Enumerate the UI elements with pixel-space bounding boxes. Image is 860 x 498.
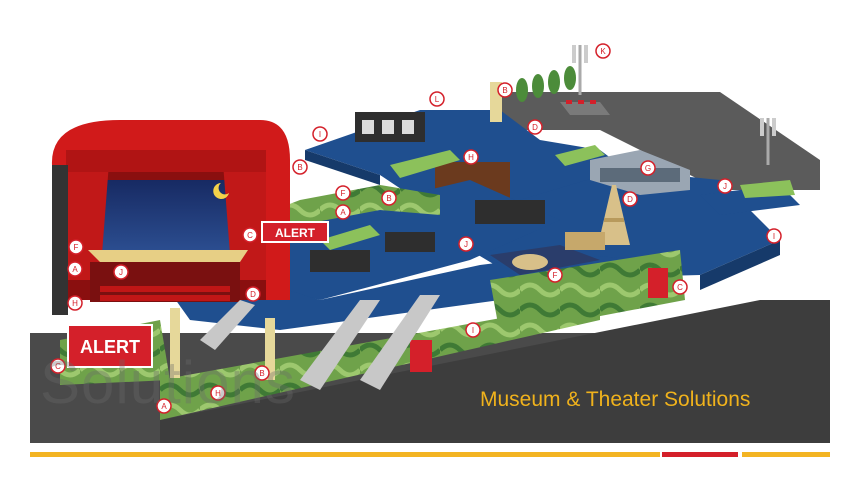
marker-b-label: B <box>502 86 507 95</box>
marker-h-label: H <box>468 153 474 162</box>
escalator <box>200 295 440 390</box>
marker-c-label: C <box>247 231 253 240</box>
marker-h <box>67 149 479 401</box>
watermark-text: Solutions <box>40 349 296 416</box>
marker-f-label: F <box>341 189 346 198</box>
marker-h-label: H <box>215 389 221 398</box>
middle-floor <box>240 180 560 300</box>
marker-c <box>50 227 688 374</box>
marker-f <box>68 185 563 283</box>
marker-k <box>595 43 611 59</box>
alert-sign-text-upper: ALERT <box>275 226 316 240</box>
alert-sign-text: ALERT <box>80 337 140 357</box>
marker-b <box>254 82 513 381</box>
marker-c-label: C <box>55 362 61 371</box>
marker-i-label: I <box>472 326 474 335</box>
marker-a-label: A <box>161 402 167 411</box>
parking-deck <box>490 92 820 190</box>
marker-i-label: I <box>319 130 321 139</box>
marker-h-label: H <box>72 299 78 308</box>
marker-a <box>67 204 351 414</box>
marker-a-label: A <box>340 208 346 217</box>
marker-c-label: C <box>677 283 683 292</box>
marker-k-label: K <box>600 47 606 56</box>
alert-panel <box>410 268 668 372</box>
bottom-stripe <box>30 452 830 457</box>
theater <box>51 120 290 315</box>
marker-j <box>113 178 733 280</box>
marker-d <box>245 119 638 302</box>
marker-b-label: B <box>259 369 264 378</box>
alert-sign-theater <box>67 324 153 368</box>
marker-i <box>312 126 782 338</box>
marker-g <box>640 160 656 176</box>
marker-d-label: D <box>532 123 538 132</box>
marker-f-label: F <box>553 271 558 280</box>
tree-row <box>516 66 576 102</box>
marker-j-label: J <box>464 240 468 249</box>
alert-sign-upper <box>261 221 329 243</box>
antenna-icon <box>572 45 776 165</box>
marker-j-label: J <box>119 268 123 277</box>
eiffel-tower-icon <box>598 185 630 245</box>
marker-l <box>429 91 445 107</box>
marker-f-label: F <box>74 243 79 252</box>
marker-b-label: B <box>386 194 391 203</box>
marker-b-label: B <box>297 163 302 172</box>
marker-g-label: G <box>645 164 651 173</box>
caption-title: Museum & Theater Solutions <box>480 388 751 411</box>
marker-d-label: D <box>627 195 633 204</box>
marker-d-label: D <box>250 290 256 299</box>
building-g <box>590 150 690 195</box>
marker-j-label: J <box>723 182 727 191</box>
marker-i-label: I <box>773 232 775 241</box>
marker-l-label: L <box>435 95 440 104</box>
marker-a-label: A <box>72 265 78 274</box>
